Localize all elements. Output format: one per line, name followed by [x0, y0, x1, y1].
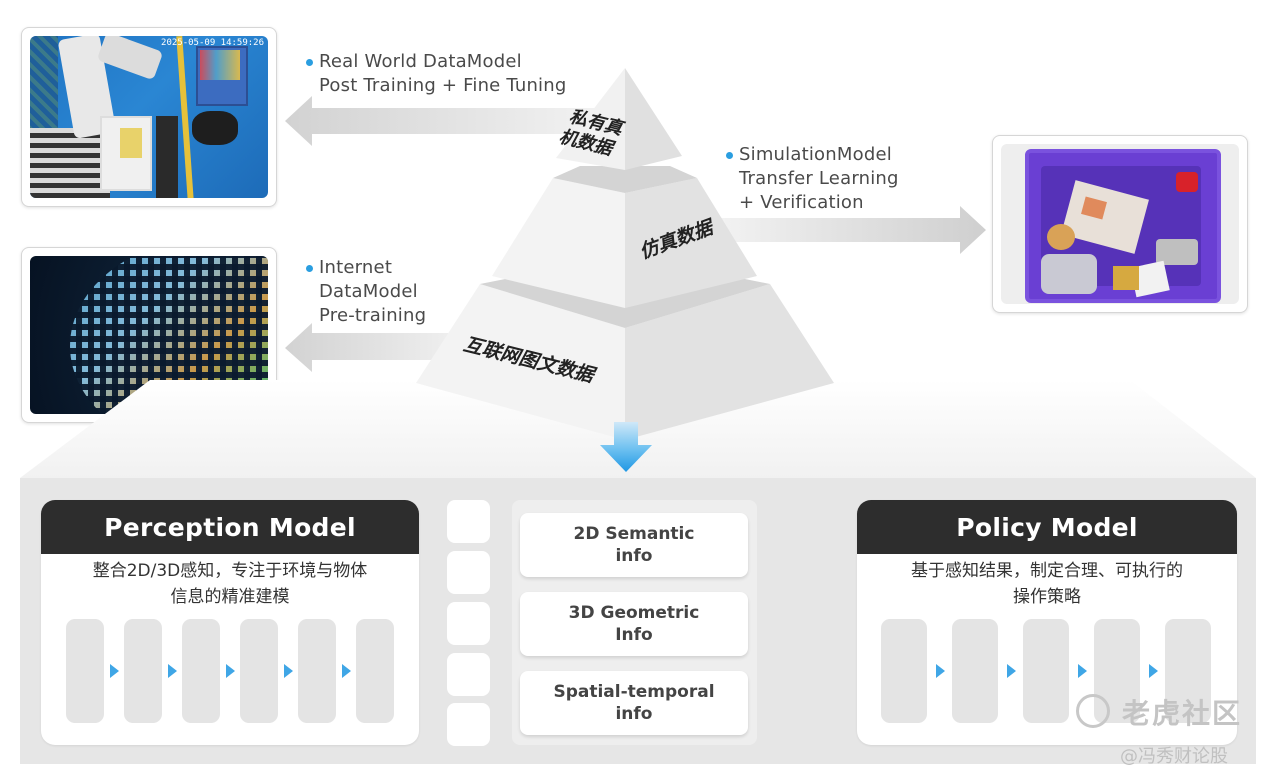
perception-desc-line1: 整合2D/3D感知，专注于环境与物体: [92, 561, 368, 581]
down-arrow-icon: [600, 422, 652, 472]
real-world-label: Real World DataModel Post Training + Fin…: [306, 50, 567, 98]
internet-arrow: [285, 323, 470, 372]
perception-desc-line2: 信息的精准建模: [170, 587, 290, 607]
real-world-label-line1: Real World DataModel: [319, 51, 522, 72]
policy-model-description: 基于感知结果，制定合理、可执行的 操作策略: [857, 554, 1237, 610]
side-slot: [447, 703, 490, 746]
simulation-label: SimulationModel Transfer Learning + Veri…: [726, 143, 899, 215]
watermark-brand: 老虎社区: [1122, 697, 1243, 730]
pyramid-middle-right-face: [625, 178, 757, 308]
pipeline-block: [1165, 619, 1211, 723]
pipeline-block: [240, 619, 278, 723]
perception-model-title: Perception Model: [41, 500, 419, 554]
policy-desc-line1: 基于感知结果，制定合理、可执行的: [911, 561, 1183, 581]
camera-timestamp: 2025-05-09 14:59:26: [161, 38, 264, 48]
perception-model-card: Perception Model 整合2D/3D感知，专注于环境与物体 信息的精…: [41, 500, 419, 745]
silver-can-item: [1156, 239, 1198, 265]
simulation-label-line1: SimulationModel: [739, 144, 892, 165]
plastic-bag-item: [1041, 254, 1097, 294]
station-graphic: [156, 116, 178, 198]
simulation-arrow: [720, 206, 986, 254]
watermark-author: @冯秀财论股: [1120, 746, 1228, 767]
chevron-right-icon: [342, 664, 351, 678]
pyramid-middle-left-face: [492, 178, 625, 308]
pipeline-block: [298, 619, 336, 723]
bullet-icon: [726, 152, 733, 159]
chevron-right-icon: [1149, 664, 1158, 678]
bin-items: [200, 50, 240, 80]
robot-camera-photo: 2025-05-09 14:59:26: [21, 27, 277, 207]
pedestal-graphic: [192, 111, 238, 145]
bullet-icon: [306, 265, 313, 272]
chevron-right-icon: [110, 664, 119, 678]
side-slot: [447, 500, 490, 543]
pipeline-block: [66, 619, 104, 723]
chevron-right-icon: [1078, 664, 1087, 678]
perception-model-description: 整合2D/3D感知，专注于环境与物体 信息的精准建模: [41, 554, 419, 610]
real-world-arrow: [285, 96, 600, 146]
fence-graphic: [30, 36, 58, 131]
tote-items: [120, 128, 142, 158]
info-card-line1: 2D Semantic: [573, 524, 695, 544]
chevron-right-icon: [936, 664, 945, 678]
policy-desc-line2: 操作策略: [1013, 587, 1081, 607]
internet-label-line3: Pre-training: [319, 305, 427, 326]
pyramid-bottom-right-face: [625, 284, 834, 440]
pyramid-bottom-left-face: [416, 284, 625, 440]
internet-label-line1: Internet: [319, 257, 393, 278]
pipeline-block: [952, 619, 998, 723]
round-item: [1047, 224, 1075, 250]
side-slot: [447, 602, 490, 645]
policy-model-title: Policy Model: [857, 500, 1237, 554]
pipeline-block: [356, 619, 394, 723]
info-card-line2: info: [615, 704, 653, 724]
side-slot: [447, 653, 490, 696]
bullet-icon: [306, 59, 313, 66]
internet-label: Internet DataModel Pre-training: [306, 256, 427, 328]
info-card-line2: Info: [615, 625, 653, 645]
pipeline-block: [1023, 619, 1069, 723]
pyramid-middle-top-face: [553, 166, 697, 193]
pipeline-block: [881, 619, 927, 723]
pyramid-top-left-face: [556, 68, 625, 170]
gold-pack-item: [1113, 266, 1139, 290]
internet-label-line2: DataModel: [319, 281, 418, 302]
red-cap-item: [1176, 172, 1198, 192]
tiger-logo-icon: [1076, 694, 1110, 728]
pipeline-block: [182, 619, 220, 723]
simulation-bin-photo: [992, 135, 1248, 313]
watermark: 老虎社区 @冯秀财论股: [1074, 690, 1274, 780]
side-slot: [447, 551, 490, 594]
info-card-line2: info: [615, 546, 653, 566]
chevron-right-icon: [168, 664, 177, 678]
conveyor-graphic: [30, 128, 110, 198]
pipeline-block: [124, 619, 162, 723]
chevron-right-icon: [1007, 664, 1016, 678]
real-world-label-line2: Post Training + Fine Tuning: [319, 75, 567, 96]
pyramid-top-right-face: [625, 68, 682, 170]
chevron-right-icon: [226, 664, 235, 678]
info-card-line1: 3D Geometric: [568, 603, 700, 623]
simulation-label-line3: + Verification: [739, 192, 864, 213]
info-card-line1: Spatial-temporal: [553, 682, 715, 702]
simulation-label-line2: Transfer Learning: [739, 168, 899, 189]
policy-model-card: Policy Model 基于感知结果，制定合理、可执行的 操作策略: [857, 500, 1237, 745]
chevron-right-icon: [284, 664, 293, 678]
